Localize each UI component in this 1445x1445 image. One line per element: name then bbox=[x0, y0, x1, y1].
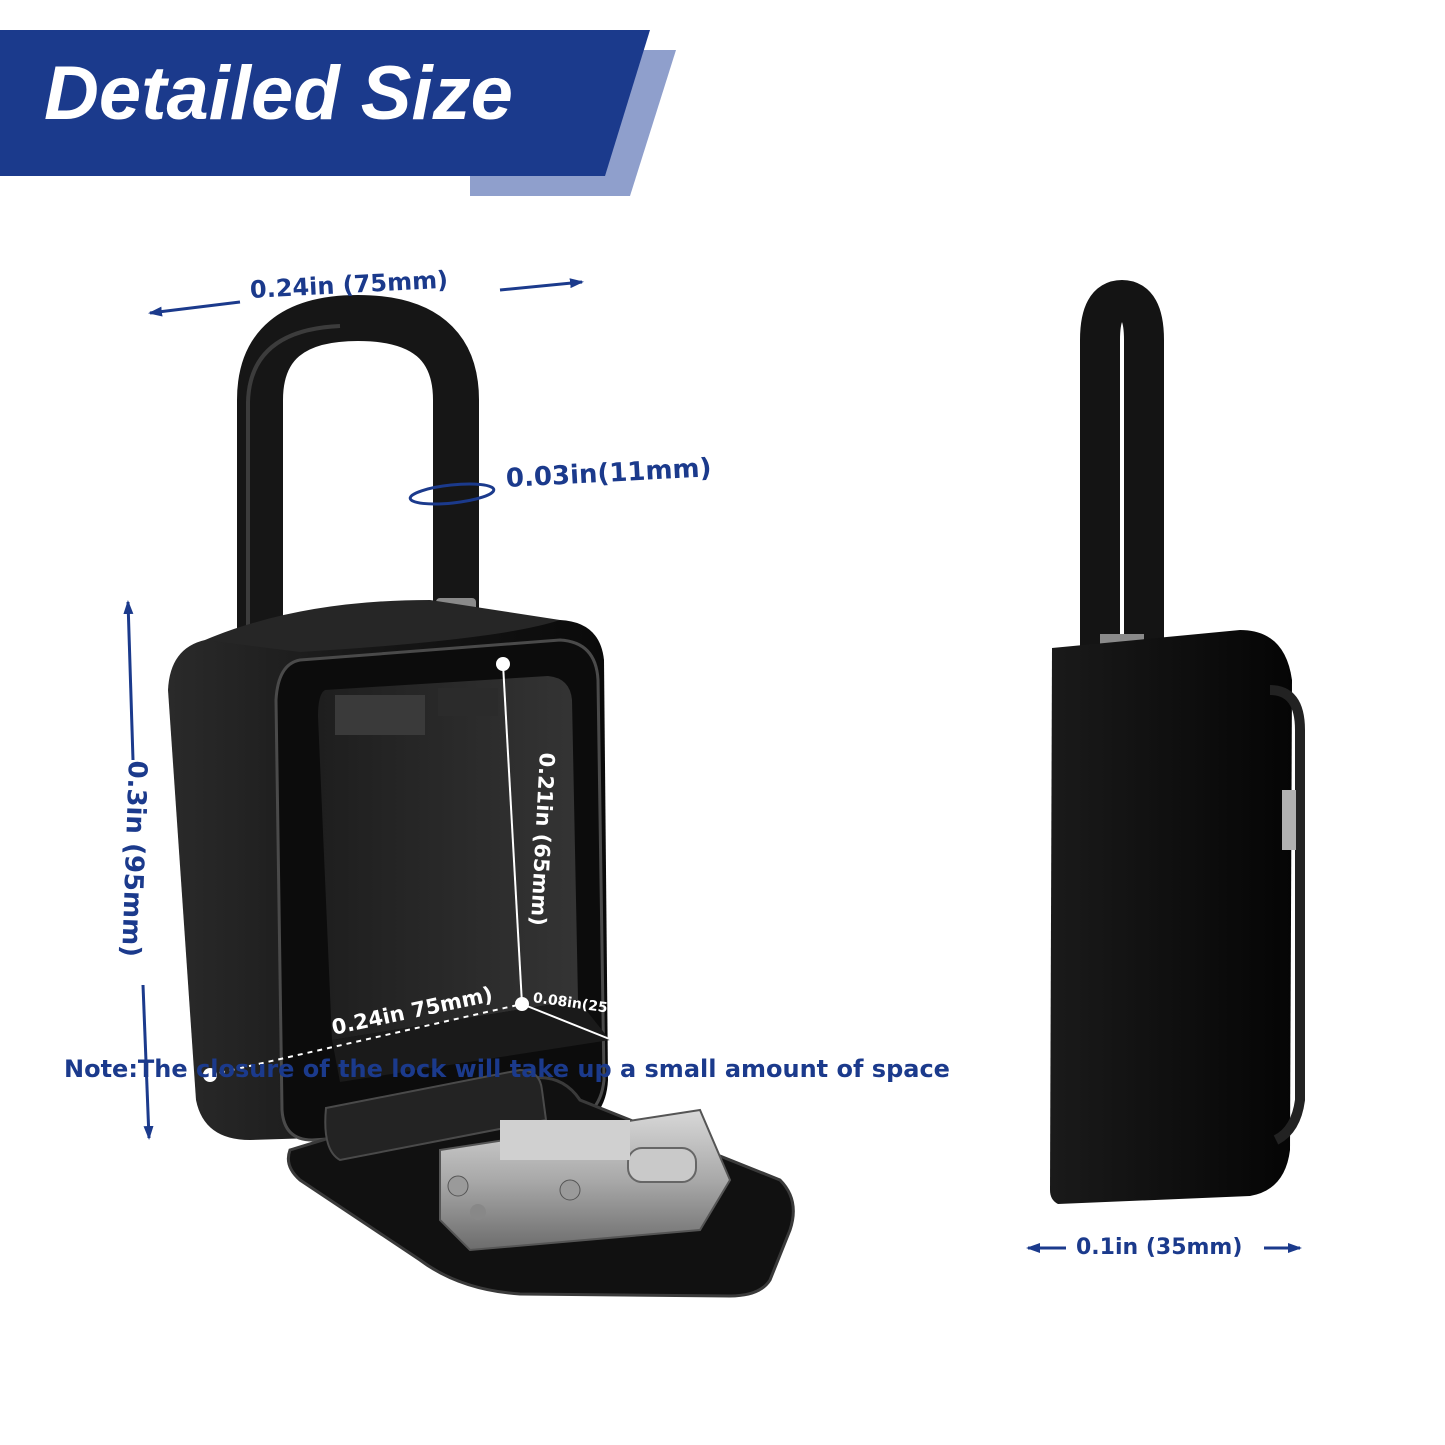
height-arrow-up bbox=[123, 600, 135, 761]
front-dimensions bbox=[123, 278, 613, 1140]
screw-bottom bbox=[470, 1204, 486, 1220]
shackle-highlight bbox=[246, 324, 341, 640]
side-door-edge bbox=[1269, 685, 1305, 1145]
footer-note: Note:The closure of the lock will take u… bbox=[64, 1055, 950, 1083]
side-depth-label: 0.1in (35mm) bbox=[1076, 1235, 1243, 1260]
side-mechanism-glimpse bbox=[1282, 790, 1296, 850]
inner-height-line bbox=[502, 663, 523, 1005]
dial-housing bbox=[500, 1120, 630, 1160]
height-arrow-down bbox=[141, 984, 154, 1140]
key-hook-block-2 bbox=[438, 688, 498, 716]
shackle-diameter-ring bbox=[408, 482, 496, 506]
shackle bbox=[237, 294, 479, 640]
screw-right bbox=[559, 1179, 581, 1201]
inner-depth-line bbox=[521, 1003, 613, 1041]
lock-top bbox=[205, 600, 560, 652]
key-hook-block bbox=[335, 695, 425, 735]
page-title: Detailed Size bbox=[44, 51, 513, 136]
side-shackle bbox=[1080, 279, 1164, 650]
screw-left bbox=[447, 1175, 469, 1197]
inner-width-dot bbox=[203, 1068, 217, 1082]
hinge bbox=[324, 1068, 548, 1162]
cavity-floor bbox=[332, 1000, 610, 1082]
release-slider bbox=[627, 1147, 697, 1183]
top-width-arrow-right bbox=[499, 278, 584, 292]
side-lock bbox=[1050, 279, 1305, 1204]
front-lock bbox=[168, 294, 795, 1298]
side-body bbox=[1050, 630, 1292, 1204]
inner-cavity bbox=[318, 676, 578, 1040]
banner-main bbox=[0, 30, 650, 176]
top-width-arrow-left bbox=[148, 300, 241, 317]
inner-width-line bbox=[209, 1003, 523, 1076]
banner-shape bbox=[0, 30, 676, 196]
header-banner: Detailed Size bbox=[0, 0, 700, 200]
inner-height-dot-top bbox=[496, 657, 510, 671]
